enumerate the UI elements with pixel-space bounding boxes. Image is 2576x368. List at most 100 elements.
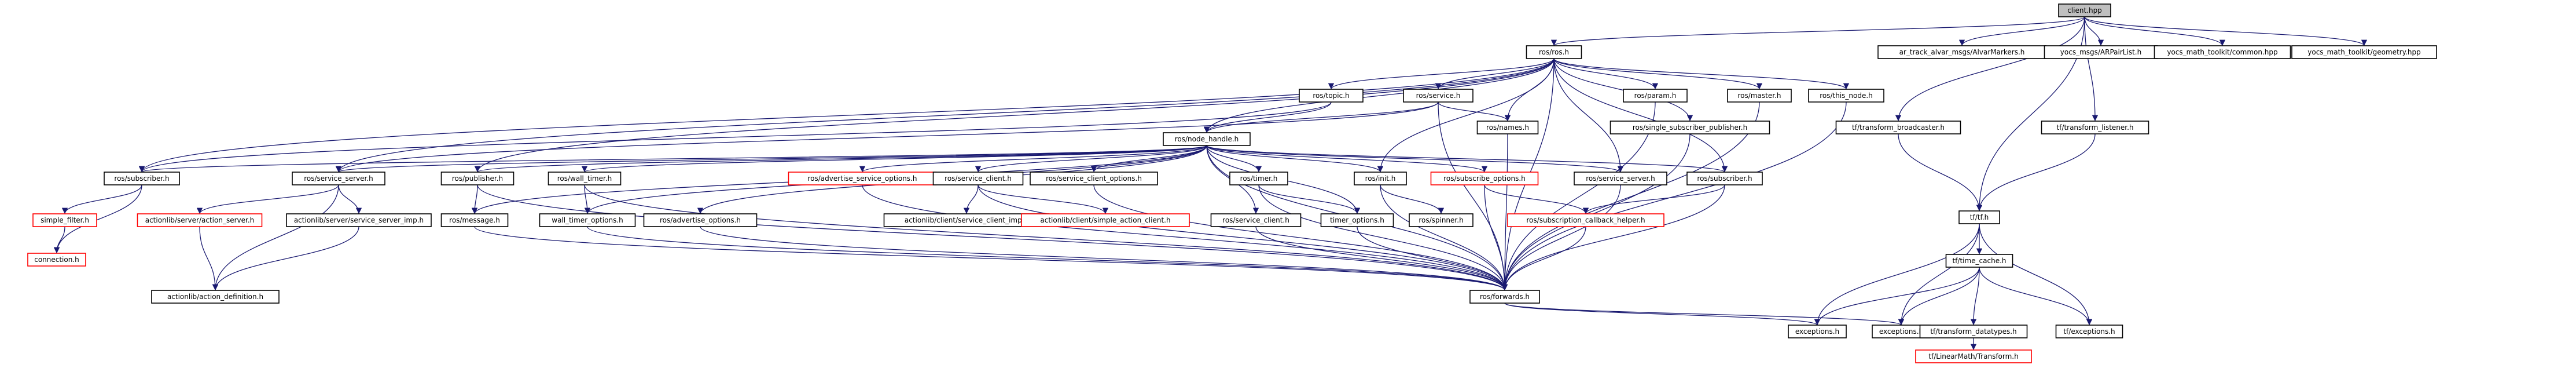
node-label-ros-service-h: ros/service.h [1416,92,1461,100]
node-ros-service-server[interactable]: ros/service_server.h [292,172,385,185]
node-box [1919,325,2028,338]
node-tf-broadcaster[interactable]: tf/transform_broadcaster.h [1835,121,1961,134]
node-yocs-geometry[interactable]: yocs_math_toolkit/geometry.hpp [2291,45,2437,59]
node-label-ros-init-h: ros/init.h [1365,174,1396,183]
node-ros-service-client-opts[interactable]: ros/service_client_options.h [1030,172,1158,185]
node-label-ar-track-alvar-msgs-alvarmarkers-h: ar_track_alvar_msgs/AlvarMarkers.h [1899,48,2025,56]
edge-sub-cb-helper-to-ros-forwards [1501,226,1586,291]
node-label-tf-time-cache-h: tf/time_cache.h [1952,257,2006,265]
node-ros-spinner[interactable]: ros/spinner.h [1409,213,1473,227]
node-box [1623,89,1688,103]
node-box [1526,45,1582,59]
edge-tf-time-cache-to-tf-datatypes [1970,267,1980,326]
node-action-def[interactable]: actionlib/action_definition.h [151,290,280,304]
edge-ros-service-server-to-action-server [196,184,339,214]
node-box [32,213,97,227]
node-ros-wall-timer[interactable]: ros/wall_timer.h [547,172,622,185]
edge-ros-subscriber-l-to-connection [53,184,142,254]
node-tf-datatypes[interactable]: tf/transform_datatypes.h [1919,325,2028,338]
node-ros-param[interactable]: ros/param.h [1623,89,1688,103]
node-label-ros-single-subscriber-publisher-h: ros/single_subscriber_publisher.h [1633,123,1747,132]
node-exceptions-1[interactable]: exceptions.h [1788,325,1847,338]
edge-tf-tf-to-exceptions-1 [1814,223,1980,326]
node-tf-exceptions[interactable]: tf/exceptions.h [2055,325,2123,338]
node-ros-publisher[interactable]: ros/publisher.h [440,172,515,185]
node-tf-linearmath[interactable]: tf/LinearMath/Transform.h [1915,349,2032,363]
node-action-server-imp[interactable]: actionlib/server/service_server_imp.h [286,213,432,227]
node-box [1430,172,1539,185]
edge-ros-service-client-to-srv-client-imp [963,184,979,214]
node-ros-master[interactable]: ros/master.h [1727,89,1792,103]
node-connection[interactable]: connection.h [27,253,86,267]
node-action-server[interactable]: actionlib/server/action_server.h [137,213,263,227]
edge-ros-subscriber-r-to-sub-cb-helper [1582,184,1725,214]
edge-ros-this-node-to-ros-forwards [1501,101,1847,291]
edge-ros-adv-srv-opts-to-ros-forwards [862,184,1508,291]
node-label-ros-names-h: ros/names.h [1486,123,1529,132]
node-label-tf-linearmath-transform-h: tf/LinearMath/Transform.h [1928,352,2018,360]
edge-ros-ros-to-ros-subscriber-r [1553,58,1728,173]
edge-tf-time-cache-to-exceptions-1 [1814,267,1980,326]
edge-action-server-imp-to-action-def [212,226,359,291]
edge-client-to-ros-ros [1551,16,2085,46]
node-srv-client-imp[interactable]: actionlib/client/service_client_imp.h [883,213,1050,227]
node-ros-topic[interactable]: ros/topic.h [1299,89,1364,103]
node-ros-forwards[interactable]: ros/forwards.h [1469,290,1540,304]
edge-ros-node-handle-to-ros-init [1206,145,1384,173]
node-simple-action-client[interactable]: actionlib/client/simple_action_client.h [1021,213,1190,227]
edge-tf-tf-to-tf-exceptions [1979,223,2093,326]
node-ros-service-server-r[interactable]: ros/service_server.h [1574,172,1667,185]
node-box [2058,3,2111,17]
node-label-yocs-math-toolkit-geometry-hpp: yocs_math_toolkit/geometry.hpp [2307,48,2421,56]
node-ros-ros[interactable]: ros/ros.h [1526,45,1582,59]
node-box [2041,121,2149,134]
node-label-ros-subscriber-h: ros/subscriber.h [114,174,169,183]
node-tf-time-cache[interactable]: tf/time_cache.h [1945,254,2013,268]
node-label-ros-service-client-options-h: ros/service_client_options.h [1046,174,1142,183]
node-tf-listener[interactable]: tf/transform_listener.h [2041,121,2149,134]
edge-client-to-tf-listener [2084,16,2099,122]
node-ros-service-client[interactable]: ros/service_client.h [932,172,1024,185]
node-ros-service[interactable]: ros/service.h [1403,89,1473,103]
edge-client-to-yocs-geometry [2084,16,2367,46]
node-ros-adv-srv-opts[interactable]: ros/advertise_service_options.h [788,172,937,185]
nodes-layer: client.hpp ros/ros.h ar_track_alvar_msgs/A… [27,3,2437,363]
node-label-tf-transform-broadcaster-h: tf/transform_broadcaster.h [1852,123,1945,132]
node-ros-names[interactable]: ros/names.h [1476,121,1539,134]
node-ros-subscriber-l[interactable]: ros/subscriber.h [104,172,180,185]
node-label-tf-tf-h: tf/tf.h [1970,213,1989,221]
node-tf-tf[interactable]: tf/tf.h [1958,210,2000,224]
node-ros-init[interactable]: ros/init.h [1354,172,1407,185]
node-label-tf-transform-datatypes-h: tf/transform_datatypes.h [1930,327,2016,336]
node-client[interactable]: client.hpp [2058,3,2111,17]
node-timer-opts[interactable]: timer_options.h [1320,213,1394,227]
node-yocs-arpair[interactable]: yocs_msgs/ARPairList.h [2044,45,2158,59]
node-yocs-common[interactable]: yocs_math_toolkit/common.hpp [2154,45,2291,59]
node-box [1229,172,1288,185]
node-label-yocs-msgs-arpairlist-h: yocs_msgs/ARPairList.h [2060,48,2141,56]
node-simple-filter[interactable]: simple_filter.h [32,213,97,227]
node-ros-service-client2[interactable]: ros/service_client.h [1210,213,1302,227]
node-ros-subscribe-opts[interactable]: ros/subscribe_options.h [1430,172,1539,185]
node-ros-message[interactable]: ros/message.h [440,213,509,227]
node-ar-track[interactable]: ar_track_alvar_msgs/AlvarMarkers.h [1877,45,2046,59]
node-wall-timer-opts[interactable]: wall_timer_options.h [539,213,636,227]
node-ros-timer[interactable]: ros/timer.h [1229,172,1288,185]
node-ros-subscriber-r[interactable]: ros/subscriber.h [1686,172,1763,185]
node-box [27,253,86,267]
edge-ros-node-handle-to-ros-wall-timer [582,145,1207,173]
edge-ros-topic-to-ros-subscriber-l [139,101,1332,173]
node-label-tf-exceptions-h: tf/exceptions.h [2063,327,2115,336]
edge-client-to-yocs-arpair [2084,16,2104,46]
node-ros-this-node[interactable]: ros/this_node.h [1808,89,1884,103]
node-ros-adv-opts[interactable]: ros/advertise_options.h [643,213,758,227]
edge-ros-node-handle-to-ros-service-client [975,145,1207,173]
node-sub-cb-helper[interactable]: ros/subscription_callback_helper.h [1507,213,1664,227]
node-label-ros-advertise-service-options-h: ros/advertise_service_options.h [808,174,917,183]
edge-ros-master-to-ros-forwards [1501,101,1760,291]
node-ros-node-handle[interactable]: ros/node_handle.h [1163,132,1251,146]
node-box [1476,121,1539,134]
node-label-simple-filter-h: simple_filter.h [41,216,89,224]
node-ros-single-pub[interactable]: ros/single_subscriber_publisher.h [1609,121,1770,134]
edge-ros-service-server-to-action-def [212,184,339,291]
